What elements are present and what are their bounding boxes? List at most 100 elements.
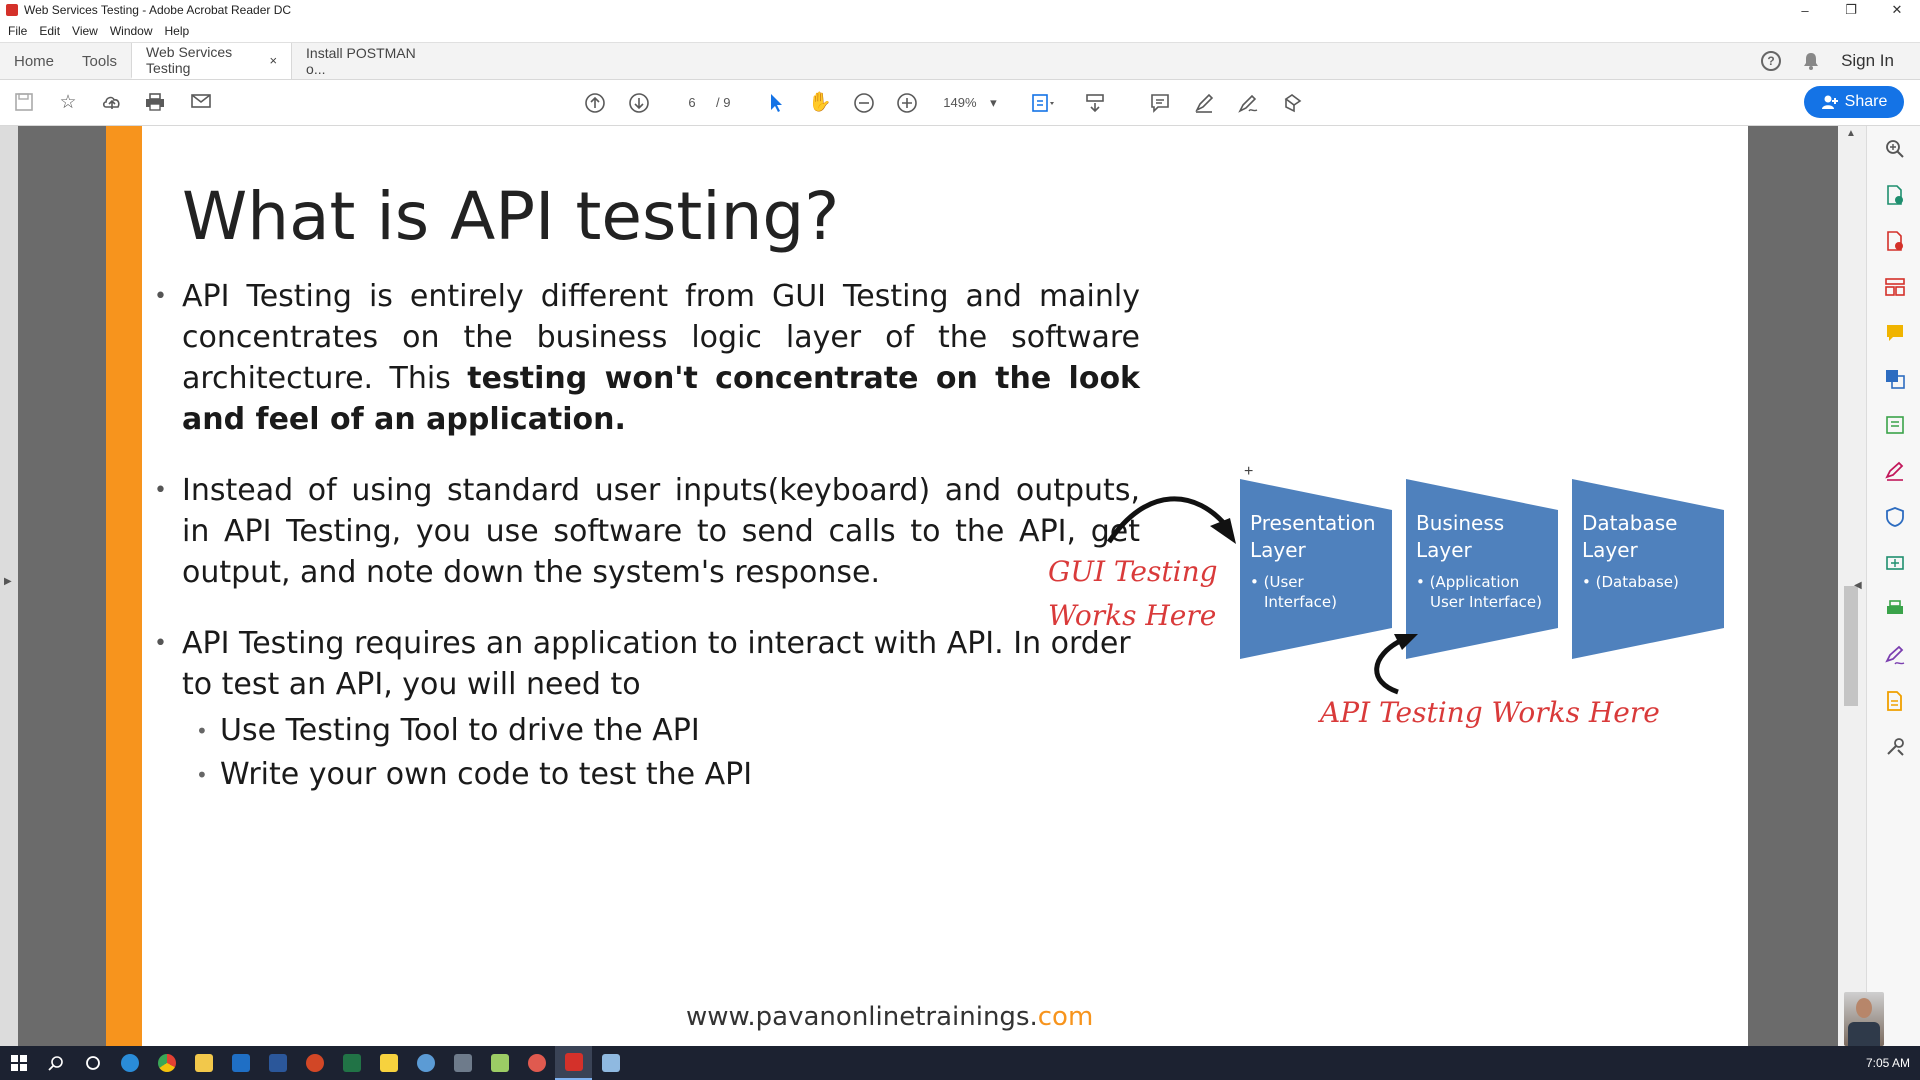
slide-title: What is API testing?	[182, 178, 840, 255]
vertical-scrollbar[interactable]: ▲	[1838, 126, 1866, 1046]
save-icon[interactable]	[12, 92, 36, 114]
bullet-text: API Testing requires an application to i…	[182, 626, 1131, 702]
chat-app-icon[interactable]	[407, 1046, 444, 1080]
edit-pdf-icon[interactable]	[1883, 414, 1907, 438]
api-arrow	[1374, 637, 1404, 695]
notepad-icon[interactable]	[481, 1046, 518, 1080]
notification-bell-icon[interactable]	[1803, 52, 1819, 70]
edge-browser-icon[interactable]	[111, 1046, 148, 1080]
file-explorer-icon[interactable]	[185, 1046, 222, 1080]
zoom-out-icon[interactable]	[852, 92, 876, 114]
search-icon[interactable]	[37, 1046, 74, 1080]
print-production-icon[interactable]	[1883, 598, 1907, 622]
send-for-review-icon[interactable]	[1883, 552, 1907, 576]
tab-bar: Home Tools Web Services Testing × Instal…	[0, 42, 1920, 80]
menu-view[interactable]: View	[72, 24, 98, 38]
presenter-suit	[1848, 1022, 1880, 1046]
close-tab-icon[interactable]: ×	[269, 52, 278, 68]
previous-page-icon[interactable]	[583, 92, 607, 114]
sticky-notes-icon[interactable]	[370, 1046, 407, 1080]
email-icon[interactable]	[189, 92, 213, 114]
gui-arrowhead	[1210, 518, 1236, 544]
more-tools-icon[interactable]	[1883, 736, 1907, 760]
word-icon[interactable]	[259, 1046, 296, 1080]
api-arrowhead	[1394, 634, 1418, 650]
notes-app-icon[interactable]	[592, 1046, 629, 1080]
tab-install-postman[interactable]: Install POSTMAN o...	[291, 43, 451, 79]
fill-and-sign-icon[interactable]	[1883, 460, 1907, 484]
tab-tools[interactable]: Tools	[82, 52, 118, 70]
select-cursor-icon[interactable]	[764, 92, 788, 114]
tab-label: Install POSTMAN o...	[306, 45, 416, 77]
screen-recorder-icon[interactable]	[518, 1046, 555, 1080]
title-bar: Web Services Testing - Adobe Acrobat Rea…	[0, 0, 1920, 20]
organize-pages-icon[interactable]	[1883, 276, 1907, 300]
upload-cloud-icon[interactable]	[100, 92, 124, 114]
menu-help[interactable]: Help	[164, 24, 190, 38]
media-app-icon[interactable]	[444, 1046, 481, 1080]
menu-file[interactable]: File	[8, 24, 28, 38]
scroll-up-icon[interactable]: ▲	[1846, 128, 1856, 139]
comment-tool-icon[interactable]	[1883, 322, 1907, 346]
export-pdf-icon[interactable]	[1883, 184, 1907, 208]
chrome-browser-icon[interactable]	[148, 1046, 185, 1080]
zoom-level-select[interactable]: 149% ▾	[938, 92, 1002, 114]
sub-bullet-item: Write your own code to test the API	[150, 753, 1140, 797]
page-fit-icon[interactable]	[1030, 92, 1054, 114]
highlight-pen-icon[interactable]	[1192, 92, 1216, 114]
bullet-item: API Testing requires an application to i…	[150, 623, 1140, 705]
windows-start-icon[interactable]	[0, 1046, 37, 1080]
share-label: Share	[1844, 93, 1888, 110]
business-layer-label: Business Layer • (Application User Inter…	[1416, 511, 1542, 611]
help-icon[interactable]: ?	[1761, 51, 1782, 71]
next-page-icon[interactable]	[627, 92, 651, 114]
protect-shield-icon[interactable]	[1883, 506, 1907, 530]
menu-window[interactable]: Window	[109, 24, 153, 38]
toolbar: ☆ 6 / 9 ✋ 149% ▾	[0, 80, 1920, 126]
signature-icon[interactable]	[1883, 644, 1907, 668]
slide-bullets: API Testing is entirely different from G…	[150, 276, 1140, 797]
tab-label: Web Services Testing	[146, 44, 233, 76]
restore-button[interactable]: ❐	[1845, 2, 1857, 17]
powerpoint-icon[interactable]	[296, 1046, 333, 1080]
menu-bar: File Edit View Window Help	[0, 20, 1920, 42]
page-number-input[interactable]: 6	[688, 95, 696, 110]
excel-icon[interactable]	[333, 1046, 370, 1080]
share-button[interactable]: Share	[1804, 86, 1904, 118]
scroll-mode-icon[interactable]	[1083, 92, 1107, 114]
menu-edit[interactable]: Edit	[39, 24, 61, 38]
collapse-pane-icon[interactable]: ◀	[1854, 580, 1862, 591]
tab-bar-right: ? Sign In	[1761, 43, 1920, 79]
left-panel-toggle[interactable]: ▶	[0, 126, 18, 1046]
create-pdf-icon[interactable]	[1883, 230, 1907, 254]
bullet-text: API Testing is entirely different from G…	[182, 279, 1140, 396]
comment-icon[interactable]	[1148, 92, 1172, 114]
prepare-form-icon[interactable]	[1883, 690, 1907, 714]
scroll-thumb[interactable]	[1844, 586, 1858, 706]
outlook-icon[interactable]	[222, 1046, 259, 1080]
bullet-text: Instead of using standard user inputs(ke…	[182, 473, 1140, 590]
api-testing-note: API Testing Works Here	[1320, 696, 1660, 729]
pdf-page: What is API testing? API Testing is enti…	[106, 126, 1748, 1046]
window-title: Web Services Testing - Adobe Acrobat Rea…	[24, 3, 292, 17]
chevron-down-icon: ▾	[990, 95, 997, 110]
bookmark-star-icon[interactable]: ☆	[59, 92, 77, 113]
sign-pen-icon[interactable]	[1236, 92, 1260, 114]
sign-in-link[interactable]: Sign In	[1841, 51, 1894, 70]
close-window-button[interactable]: ✕	[1891, 2, 1903, 17]
acrobat-app-icon	[6, 4, 18, 16]
system-clock[interactable]: 7:05 AM	[1865, 1056, 1910, 1070]
sub-bullet-item: Use Testing Tool to drive the API	[150, 709, 1140, 753]
print-icon[interactable]	[143, 92, 167, 114]
zoom-in-icon[interactable]	[895, 92, 919, 114]
fill-sign-icon[interactable]	[1280, 92, 1304, 114]
hand-tool-icon[interactable]: ✋	[808, 92, 832, 113]
search-zoom-icon[interactable]	[1883, 138, 1907, 162]
tab-web-services-testing[interactable]: Web Services Testing ×	[131, 43, 292, 79]
acrobat-reader-taskbar-icon[interactable]	[555, 1046, 592, 1080]
cortana-icon[interactable]	[74, 1046, 111, 1080]
tab-home[interactable]: Home	[14, 52, 55, 70]
minimize-button[interactable]: –	[1801, 2, 1809, 18]
combine-files-icon[interactable]	[1883, 368, 1907, 392]
bullet-item: Instead of using standard user inputs(ke…	[150, 470, 1140, 593]
